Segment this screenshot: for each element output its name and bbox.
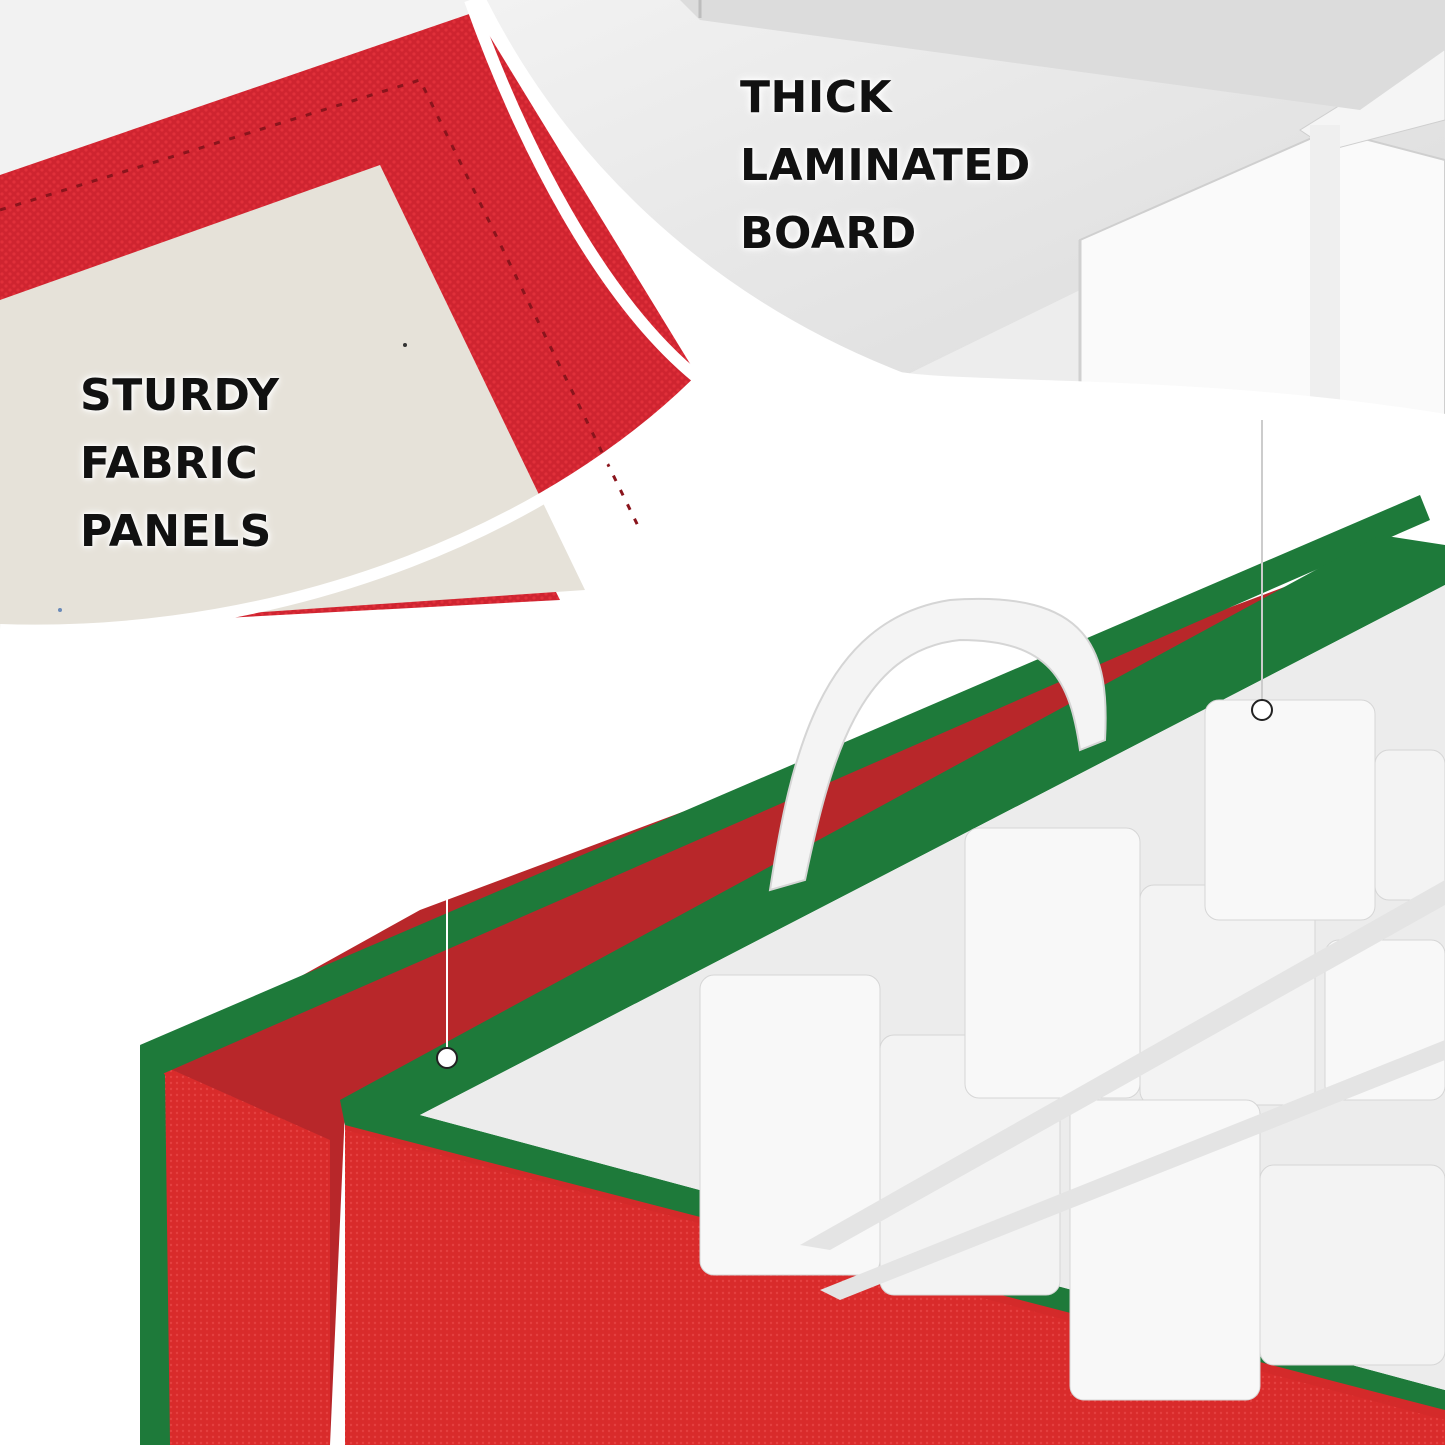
fabric-panel-closeup	[0, 0, 700, 631]
callout-line: STURDY	[80, 370, 280, 421]
box-rim-green	[340, 535, 1445, 1410]
cell-dividers	[699, 699, 1445, 1401]
callout-line: BOARD	[740, 208, 917, 259]
callout-line: THICK	[740, 72, 893, 123]
lid-outer-panel	[150, 1060, 330, 1445]
laminated-board-closeup	[480, 0, 1445, 420]
lid-green-trim	[140, 1045, 170, 1445]
callout-line: LAMINATED	[740, 140, 1031, 191]
callout-line: PANELS	[80, 506, 272, 557]
lid-green-edge	[140, 495, 1430, 1075]
ornament-storage-box	[140, 420, 1445, 1445]
board-leader-dot	[1251, 699, 1273, 721]
fabric-panels-callout: STURDY FABRIC PANELS	[80, 362, 280, 566]
fabric-leader-dot	[436, 1047, 458, 1069]
box-handle	[768, 597, 1107, 892]
callout-line: FABRIC	[80, 438, 259, 489]
cardboard-core	[0, 165, 585, 630]
laminated-board-callout: THICK LAMINATED BOARD	[740, 64, 1031, 268]
